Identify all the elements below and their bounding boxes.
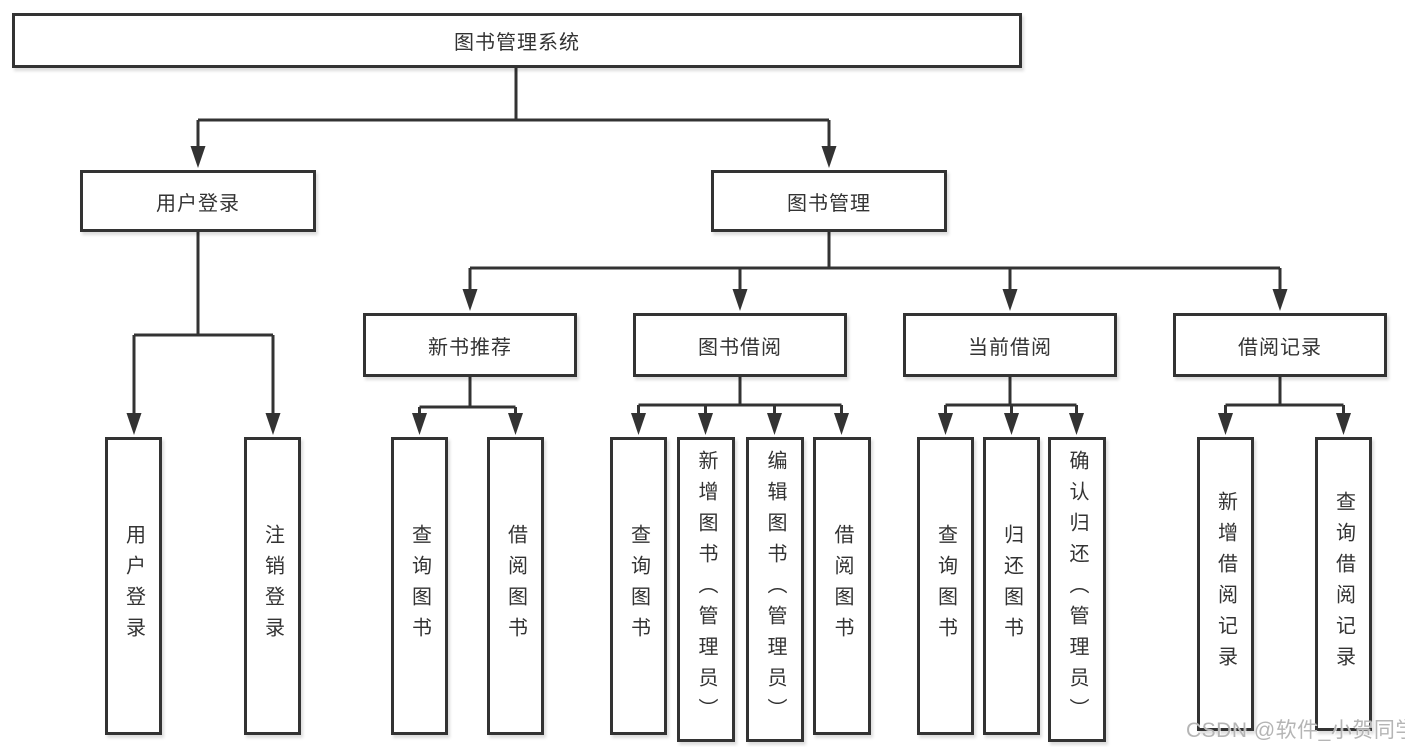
leaf-label: 借阅图书 — [504, 524, 527, 648]
node-new-book-recommend: 新书推荐 — [363, 313, 577, 377]
leaf-label: 注销登录 — [261, 524, 284, 648]
leaf-label: 借阅图书 — [831, 524, 853, 648]
leaf-label: 用户登录 — [122, 524, 145, 648]
connector-root-to-level2 — [190, 68, 837, 168]
connector-borrow-record-to-leaves — [1218, 377, 1351, 435]
leaf-label: 新增借阅记录 — [1214, 491, 1237, 677]
leaf-borrow-book: 借阅图书 — [813, 437, 871, 735]
leaf-label: 查询图书 — [934, 524, 957, 648]
leaf-label: 新增图书（管理员） — [695, 450, 717, 729]
leaf-return-book: 归还图书 — [983, 437, 1040, 735]
leaf-query-book-current: 查询图书 — [917, 437, 974, 735]
leaf-user-login: 用户登录 — [105, 437, 162, 735]
leaf-label: 查询图书 — [408, 524, 431, 648]
leaf-query-book-new: 查询图书 — [391, 437, 448, 735]
leaf-confirm-return-admin: 确认归还（管理员） — [1048, 437, 1106, 742]
node-label: 图书管理系统 — [454, 32, 580, 54]
csdn-watermark: CSDN @软件_小贺同学 — [1186, 719, 1405, 742]
connector-new-book-to-leaves — [412, 377, 523, 435]
leaf-label: 编辑图书（管理员） — [764, 450, 786, 729]
node-current-borrow: 当前借阅 — [903, 313, 1117, 377]
leaf-label: 确认归还（管理员） — [1066, 450, 1088, 729]
node-label: 用户登录 — [156, 192, 240, 215]
node-user-login: 用户登录 — [80, 170, 316, 232]
leaf-label: 查询图书 — [627, 524, 650, 648]
leaf-add-book-admin: 新增图书（管理员） — [677, 437, 735, 742]
node-library-management-system: 图书管理系统 — [12, 13, 1022, 68]
connector-current-borrow-to-leaves — [938, 377, 1084, 435]
node-book-borrow: 图书借阅 — [633, 313, 847, 377]
leaf-query-borrow-record: 查询借阅记录 — [1315, 437, 1372, 731]
leaf-label: 查询借阅记录 — [1332, 491, 1355, 677]
node-label: 图书借阅 — [698, 336, 782, 359]
node-label: 图书管理 — [787, 192, 871, 215]
leaf-label: 归还图书 — [1000, 524, 1023, 648]
connector-user-login-to-leaves — [126, 232, 281, 435]
node-label: 当前借阅 — [968, 336, 1052, 359]
leaf-add-borrow-record: 新增借阅记录 — [1197, 437, 1254, 731]
node-label: 借阅记录 — [1238, 336, 1322, 359]
connector-book-borrow-to-leaves — [631, 377, 849, 435]
leaf-logout: 注销登录 — [244, 437, 301, 735]
node-book-management: 图书管理 — [711, 170, 947, 232]
leaf-borrow-book-new: 借阅图书 — [487, 437, 544, 735]
leaf-edit-book-admin: 编辑图书（管理员） — [746, 437, 804, 742]
leaf-query-book-borrow: 查询图书 — [610, 437, 667, 735]
node-borrow-record: 借阅记录 — [1173, 313, 1387, 377]
node-label: 新书推荐 — [428, 336, 512, 359]
connector-book-management-to-level3 — [462, 232, 1288, 311]
